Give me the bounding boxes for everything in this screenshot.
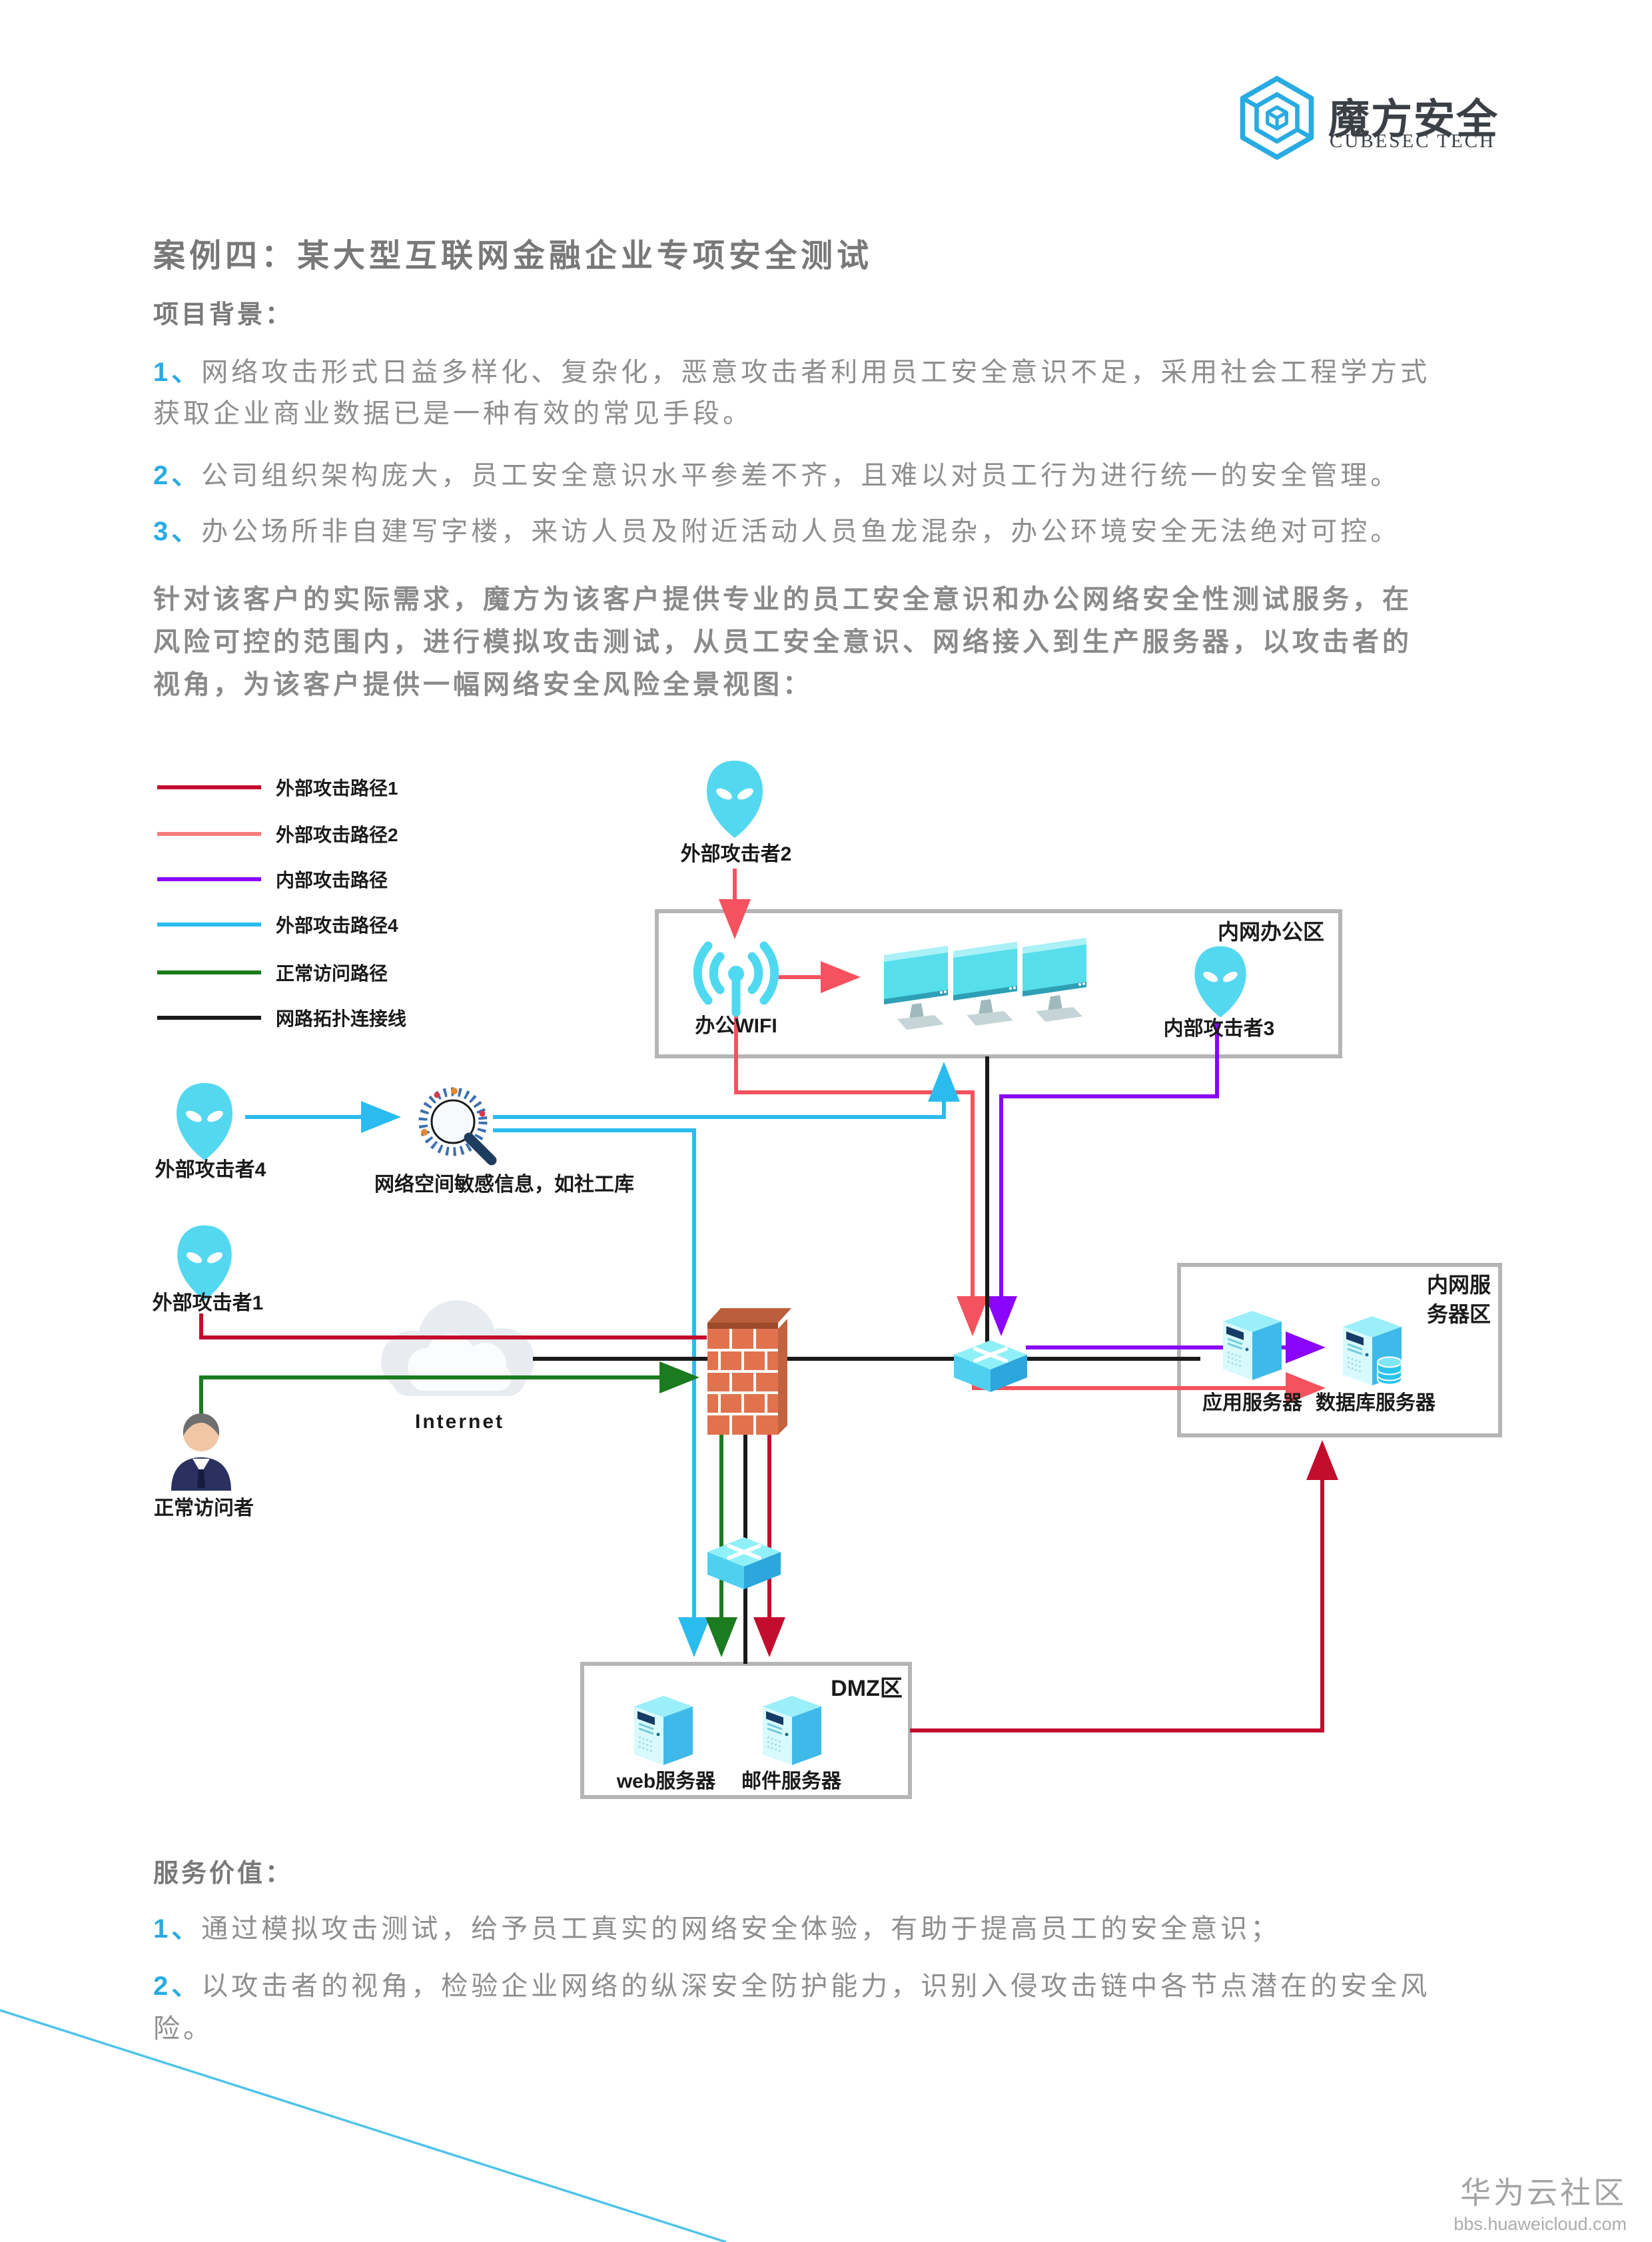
item-text: 以攻击者的视角，检验企业网络的纵深安全防护能力，识别入侵攻击链中各节点潜在的安全… (201, 1972, 1431, 2001)
legend-label-topology: 网路拓扑连接线 (276, 1008, 406, 1029)
path-ext2-wifi-to-core-switch (734, 1010, 989, 1336)
value-item-2: 2、以攻击者的视角，检验企业网络的纵深安全防护能力，识别入侵攻击链中各节点潜在的… (153, 1965, 1472, 2050)
item-number: 1、 (153, 1914, 202, 1944)
background-item-1: 1、网络攻击形式日益多样化、复杂化，恶意攻击者利用员工安全意识不足，采用社会工程… (153, 352, 1472, 434)
item-text-continued: 险。 (153, 2014, 213, 2044)
mail-server-icon (761, 1694, 823, 1766)
page-title: 案例四：某大型互联网金融企业专项安全测试 (153, 238, 873, 274)
item-text: 公司组织架构庞大，员工安全意识水平参差不齐，且难以对员工行为进行统一的安全管理。 (201, 461, 1401, 490)
attacker2-label: 外部攻击者2 (681, 843, 792, 865)
item-text: 办公场所非自建写字楼，来访人员及附近活动人员鱼龙混杂，办公环境安全无法绝对可控。 (201, 517, 1401, 546)
alien-attacker2-icon (707, 761, 763, 838)
item-number: 3、 (153, 517, 202, 546)
internet-label: Internet (415, 1411, 504, 1433)
intro-line: 风险可控的范围内，进行模拟攻击测试，从员工安全意识、网络接入到生产服务器，以攻击… (153, 627, 1412, 657)
attacker1-label: 外部攻击者1 (153, 1292, 264, 1314)
watermark-url: bbs.huaweicloud.com (1453, 2214, 1627, 2234)
item-number: 2、 (153, 1972, 202, 2001)
path-normal-visitor-to-firewall (199, 1361, 699, 1416)
database-disks-icon (1377, 1356, 1402, 1385)
mail-server-label: 邮件服务器 (741, 1770, 842, 1792)
office-zone-label: 内网办公区 (1218, 920, 1324, 944)
intranet-server-zone-box (1177, 1263, 1502, 1437)
legend-label-ext1: 外部攻击路径1 (276, 777, 398, 799)
web-server-label: web服务器 (616, 1770, 716, 1792)
item-text: 网络攻击形式日益多样化、复杂化，恶意攻击者利用员工安全意识不足，采用社会工程学方… (201, 358, 1431, 387)
wifi-icon (693, 941, 779, 1017)
item-text-continued: 获取企业商业数据已是一种有效的常见手段。 (153, 399, 753, 428)
legend-label-ext2: 外部攻击路径2 (276, 824, 398, 845)
item-text: 通过模拟攻击测试，给予员工真实的网络安全体验，有助于提高员工的安全意识； (201, 1914, 1281, 1944)
background-item-3: 3、办公场所非自建写字楼，来访人员及附近活动人员鱼龙混杂，办公环境安全无法绝对可… (153, 511, 1472, 552)
path-ext1-attacker1-to-firewall (199, 1313, 707, 1339)
path-ext4-osint-to-dmz (493, 1128, 710, 1657)
attacker3-label: 内部攻击者3 (1164, 1017, 1275, 1040)
db-server-label: 数据库服务器 (1316, 1392, 1436, 1414)
logo-tagline: CUBESEC TECH (1330, 131, 1495, 152)
watermark: 华为云社区 bbs.huaweicloud.com (1453, 2169, 1627, 2235)
visitor-person-icon (171, 1413, 231, 1491)
wifi-label: 办公WIFI (695, 1015, 777, 1037)
osint-magnifier-icon (418, 1087, 497, 1166)
watermark-title: 华为云社区 (1460, 2175, 1627, 2210)
path-internal-attacker3-to-switch (985, 1022, 1219, 1336)
item-number: 1、 (153, 358, 202, 387)
decorative-diagonal-line (0, 2009, 727, 2242)
alien-attacker1-icon (177, 1225, 232, 1301)
background-item-2: 2、公司组织架构庞大，员工安全意识水平参差不齐，且难以对员工行为进行统一的安全管… (153, 455, 1472, 496)
office-computers (884, 938, 1086, 1030)
osint-label: 网络空间敏感信息，如社工库 (374, 1173, 634, 1196)
visitor-label: 正常访问者 (154, 1497, 254, 1519)
logo-name: 魔方安全 (1328, 97, 1499, 143)
dmz-label: DMZ区 (831, 1676, 903, 1701)
background-heading: 项目背景： (153, 301, 294, 329)
internet-cloud-icon (381, 1300, 534, 1396)
legend-label-internal: 内部攻击路径 (276, 869, 388, 891)
legend-label-ext4: 外部攻击路径4 (276, 915, 398, 936)
path-ext4-osint-to-office (493, 1062, 960, 1119)
app-server-label: 应用服务器 (1202, 1391, 1303, 1414)
attacker4-label: 外部攻击者4 (155, 1158, 266, 1181)
intro-line: 视角，为该客户提供一幅网络安全风险全景视图： (153, 670, 813, 699)
item-number: 2、 (153, 461, 202, 490)
alien-attacker4-icon (177, 1083, 232, 1160)
firewall-icon (707, 1308, 791, 1435)
value-heading: 服务价值： (153, 1860, 294, 1888)
legend-label-normal: 正常访问路径 (276, 963, 388, 984)
legend: 外部攻击路径1 外部攻击路径2 内部攻击路径 外部攻击路径4 正常访问路径 网路… (157, 777, 406, 1029)
cubesec-logo-icon (1240, 76, 1314, 160)
path-ext1-dmz-to-serverzone (910, 1440, 1338, 1732)
core-switch-icon (954, 1340, 1027, 1392)
value-item-1: 1、通过模拟攻击测试，给予员工真实的网络安全体验，有助于提高员工的安全意识； (153, 1908, 1472, 1950)
app-server-icon (1222, 1309, 1283, 1381)
server-zone-label-line1: 内网服 (1427, 1273, 1491, 1297)
intro-paragraph: 针对该客户的实际需求，魔方为该客户提供专业的员工安全意识和办公网络安全性测试服务… (153, 578, 1459, 706)
web-server-icon (633, 1694, 694, 1766)
server-zone-label-line2: 务器区 (1427, 1302, 1491, 1326)
intro-line: 针对该客户的实际需求，魔方为该客户提供专业的员工安全意识和办公网络安全性测试服务… (153, 585, 1412, 614)
